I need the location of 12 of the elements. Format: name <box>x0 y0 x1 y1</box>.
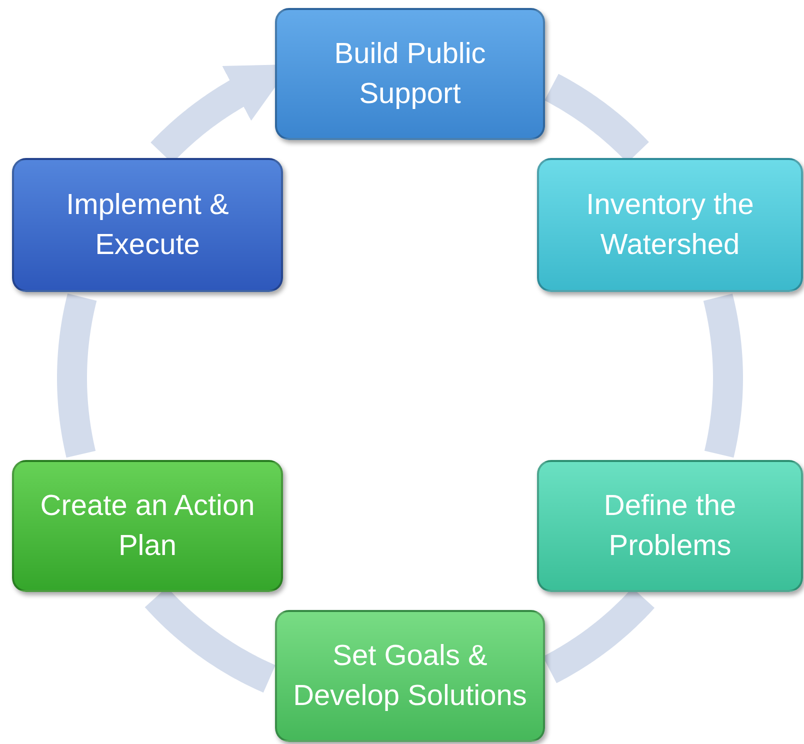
step-label: Set Goals & Develop Solutions <box>292 638 528 714</box>
process-box <box>275 610 545 742</box>
step-label: Build Public Support <box>333 36 487 112</box>
process-box <box>537 158 803 292</box>
step-label: Implement & Execute <box>65 188 230 263</box>
process-box <box>275 8 545 140</box>
process-box <box>12 158 283 292</box>
step-label: Inventory the Watershed <box>585 188 755 263</box>
step-label: Create an Action Plan <box>39 488 256 564</box>
process-box <box>537 460 803 592</box>
process-box <box>12 460 283 592</box>
step-label: Define the Problems <box>602 488 738 564</box>
